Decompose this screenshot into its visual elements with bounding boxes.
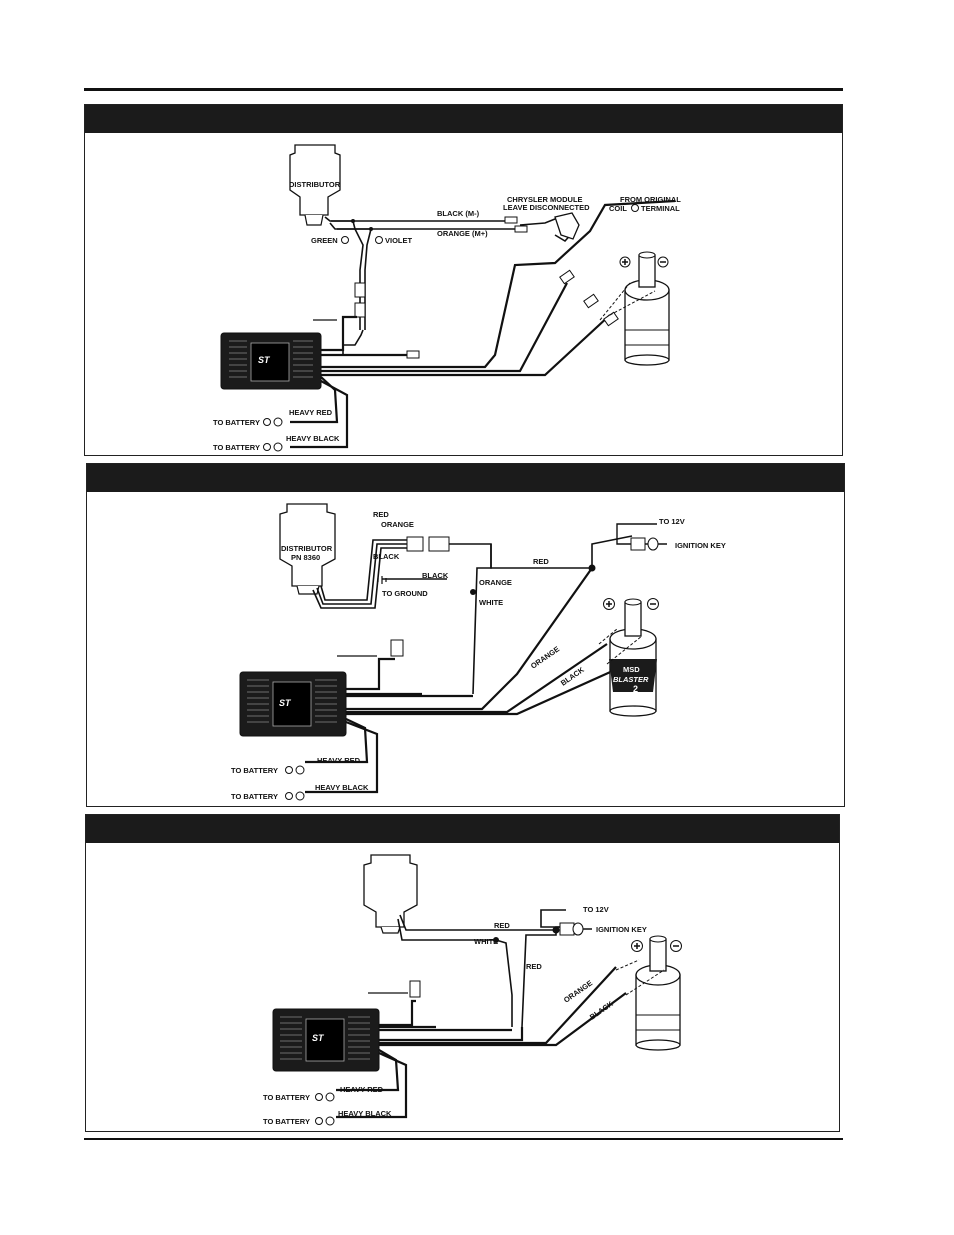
- ignition-box-logo: ST: [312, 1033, 325, 1043]
- to-battery-positive-label: TO BATTERY: [213, 418, 260, 427]
- coil-black-label: BLACK: [588, 999, 615, 1022]
- ignition-box-icon: [220, 332, 322, 390]
- heavy-red-label: HEAVY RED: [289, 408, 333, 417]
- bottom-rule: [84, 1138, 843, 1140]
- panel-3-title-bar: [86, 815, 839, 843]
- ignition-key-icon: [647, 537, 667, 551]
- original-coil-label-2: COIL: [609, 204, 627, 213]
- wiring-diagram-1: DISTRIBUTOR BLACK (M-) ORANGE (M+) CHRYS…: [213, 144, 681, 452]
- white-label: WHITE: [479, 598, 503, 607]
- ignition-box-icon: [239, 671, 347, 737]
- coil-brand-label: MSD: [623, 665, 640, 674]
- diagram-panel-1: DISTRIBUTOR BLACK (M-) ORANGE (M+) CHRYS…: [84, 104, 843, 456]
- orange-m-label: ORANGE (M+): [437, 229, 488, 238]
- orange-white-label: ORANGE: [479, 578, 512, 587]
- coil-positive-terminal-icon: [631, 940, 643, 952]
- heavy-red-label: HEAVY RED: [317, 756, 361, 765]
- distributor-label: DISTRIBUTOR: [289, 180, 341, 189]
- to-battery-negative-label: TO BATTERY: [263, 1117, 310, 1126]
- to-battery-positive-label: TO BATTERY: [231, 766, 278, 775]
- ignition-key-label: IGNITION KEY: [596, 925, 647, 934]
- red-down-label: RED: [526, 962, 542, 971]
- distributor-icon: [279, 503, 336, 595]
- white-label: WHITE: [474, 937, 498, 946]
- distributor-icon: [289, 144, 341, 226]
- original-coil-label-1: FROM ORIGINAL: [620, 195, 681, 204]
- coil-icon: [599, 251, 670, 366]
- to-battery-negative-label: TO BATTERY: [213, 443, 260, 452]
- coil-number-label: 2: [633, 684, 638, 694]
- coil-orange-label: ORANGE: [562, 978, 594, 1004]
- chrysler-module-icon: [554, 212, 580, 240]
- heavy-black-label: HEAVY BLACK: [286, 434, 340, 443]
- distributor-label-1: DISTRIBUTOR: [281, 544, 333, 553]
- green-label: GREEN: [311, 236, 338, 245]
- coil-negative-terminal-icon: [647, 598, 659, 610]
- to-battery-negative-label: TO BATTERY: [231, 792, 278, 801]
- ignition-box-logo: ST: [279, 698, 292, 708]
- top-rule: [84, 88, 843, 91]
- to-12v-label: TO 12V: [659, 517, 685, 526]
- chrysler-module-label-1: CHRYSLER MODULE: [507, 195, 583, 204]
- distributor-label-2: PN 8360: [291, 553, 320, 562]
- coil-negative-terminal-icon: [657, 256, 669, 268]
- violet-label: VIOLET: [385, 236, 413, 245]
- ignition-key-icon: [572, 922, 592, 936]
- to-battery-positive-label: TO BATTERY: [263, 1093, 310, 1102]
- wiring-diagram-3: RED WHITE RED TO 12V IGNITION KEY ST: [263, 854, 682, 1126]
- distributor-orange-label: ORANGE: [381, 520, 414, 529]
- wiring-diagram-2: DISTRIBUTOR PN 8360 RED ORANGE BLACK BLA…: [231, 503, 726, 801]
- diagram-panel-3: RED WHITE RED TO 12V IGNITION KEY ST: [85, 814, 840, 1132]
- red-top-label: RED: [494, 921, 510, 930]
- original-coil-label-3: TERMINAL: [641, 204, 680, 213]
- heavy-red-label: HEAVY RED: [340, 1085, 384, 1094]
- to-12v-label: TO 12V: [583, 905, 609, 914]
- black-ground-label: BLACK: [422, 571, 449, 580]
- coil-positive-terminal-icon: [603, 598, 615, 610]
- chrysler-module-label-2: LEAVE DISCONNECTED: [503, 203, 590, 212]
- panel-2-title-bar: [87, 464, 844, 492]
- coil-icon: [598, 598, 657, 717]
- coil-negative-terminal-icon: [670, 940, 682, 952]
- distributor-black-label: BLACK: [373, 552, 400, 561]
- heavy-black-label: HEAVY BLACK: [315, 783, 369, 792]
- ignition-key-label: IGNITION KEY: [675, 541, 726, 550]
- black-m-label: BLACK (M-): [437, 209, 480, 218]
- diagram-panel-2: DISTRIBUTOR PN 8360 RED ORANGE BLACK BLA…: [86, 463, 845, 807]
- red-key-label: RED: [533, 557, 549, 566]
- coil-positive-terminal-icon: [619, 256, 631, 268]
- ignition-box-logo: ST: [258, 355, 271, 365]
- distributor-icon: [363, 854, 418, 934]
- ignition-box-icon: [272, 1008, 380, 1072]
- coil-orange-label: ORANGE: [529, 644, 561, 670]
- to-ground-label: TO GROUND: [382, 589, 428, 598]
- distributor-red-label: RED: [373, 510, 389, 519]
- panel-1-title-bar: [85, 105, 842, 133]
- heavy-black-label: HEAVY BLACK: [338, 1109, 392, 1118]
- coil-model-label: BLASTER: [613, 675, 649, 684]
- coil-icon: [615, 935, 681, 1051]
